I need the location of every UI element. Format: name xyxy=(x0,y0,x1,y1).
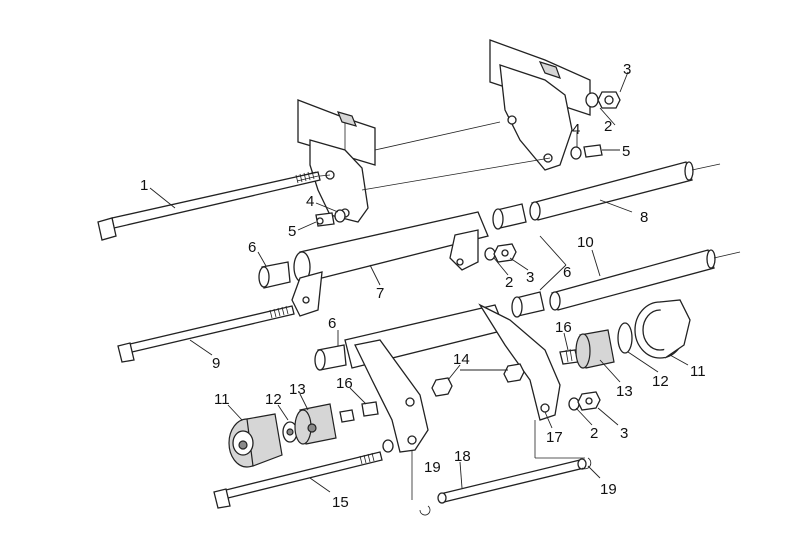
hardware-top-right xyxy=(570,91,621,160)
callout-7: 7 xyxy=(376,285,384,302)
leader-lines xyxy=(149,71,689,493)
callout-2: 2 xyxy=(505,274,513,291)
hardware-middle xyxy=(484,243,517,263)
callout-14: 14 xyxy=(453,351,470,368)
callout-12: 12 xyxy=(652,373,669,390)
tube-8 xyxy=(529,161,721,221)
lower-crossmember xyxy=(344,303,561,453)
callout-19: 19 xyxy=(424,459,441,476)
callout-1: 1 xyxy=(140,177,148,194)
callout-6: 6 xyxy=(328,315,336,332)
nut-14 xyxy=(431,363,525,397)
callout-19: 19 xyxy=(600,481,617,498)
callout-8: 8 xyxy=(640,209,648,226)
long-bolt-15 xyxy=(213,439,394,509)
callout-17: 17 xyxy=(546,429,563,446)
callout-12: 12 xyxy=(265,391,282,408)
tube-10 xyxy=(549,249,741,311)
bushing-6-group xyxy=(258,203,545,371)
engine-mount-left xyxy=(228,401,379,468)
frame-bracket-left xyxy=(297,99,376,223)
callout-9: 9 xyxy=(212,355,220,372)
hardware-lower-right xyxy=(568,391,601,411)
callout-6: 6 xyxy=(248,239,256,256)
callout-2: 2 xyxy=(590,425,598,442)
rod-18 xyxy=(411,420,592,516)
callout-5: 5 xyxy=(622,143,630,160)
callout-5: 5 xyxy=(288,223,296,240)
engine-mount-right xyxy=(559,299,691,369)
callout-3: 3 xyxy=(623,61,631,78)
callout-11: 11 xyxy=(690,363,706,380)
callout-10: 10 xyxy=(577,234,594,251)
long-bolt-1 xyxy=(97,170,321,241)
callout-3: 3 xyxy=(620,425,628,442)
callout-18: 18 xyxy=(454,448,471,465)
callout-15: 15 xyxy=(332,494,349,511)
hardware-left-bracket xyxy=(315,209,346,227)
frame-bracket-right xyxy=(489,39,591,171)
callout-13: 13 xyxy=(289,381,306,398)
callout-13: 13 xyxy=(616,383,633,400)
callout-16: 16 xyxy=(555,319,572,336)
callout-4: 4 xyxy=(572,121,580,138)
callout-11: 11 xyxy=(214,391,230,408)
callout-4: 4 xyxy=(306,193,314,210)
callout-6: 6 xyxy=(563,264,571,281)
callout-16: 16 xyxy=(336,375,353,392)
long-bolt-9 xyxy=(117,305,295,363)
callout-labels: 1 3 2 4 5 4 5 6 7 8 2 3 6 10 9 6 16 11 1… xyxy=(140,61,706,511)
callout-2: 2 xyxy=(604,118,612,135)
crossmember-tube-7 xyxy=(291,211,489,317)
callout-3: 3 xyxy=(526,269,534,286)
